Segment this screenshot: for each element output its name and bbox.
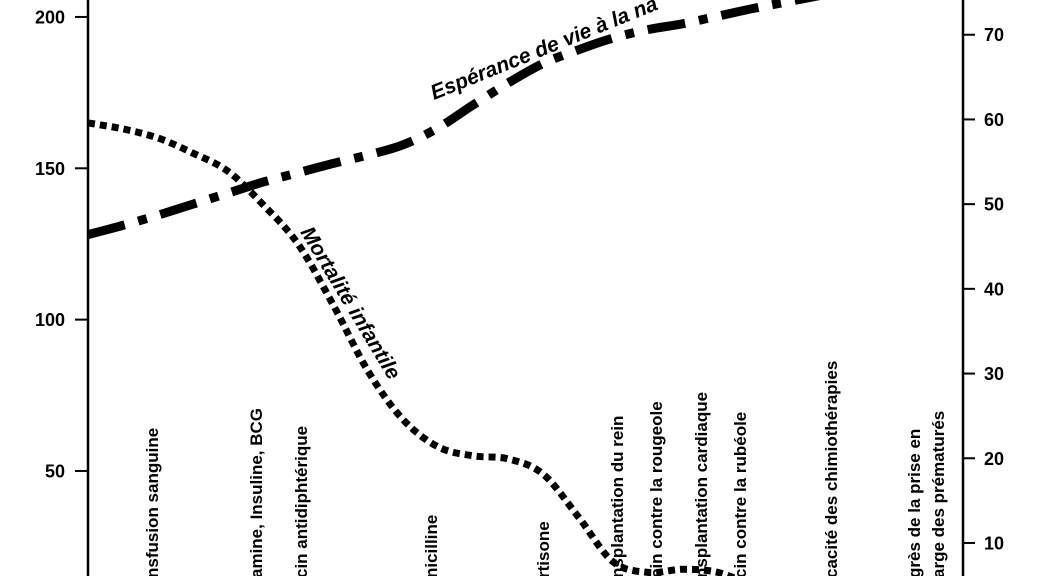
right-axis-tick-label: 50 <box>984 195 1004 215</box>
milestone-label: nicilline <box>422 515 441 576</box>
series-lines <box>86 0 821 576</box>
left-axis-tick-label: 200 <box>35 7 65 27</box>
milestone-annotations: nsfusion sanguine amine, Insuline, BCG cin… <box>143 361 948 576</box>
milestone-label: nsplantation du rein <box>608 416 627 576</box>
milestone-label: cin antidiphtérique <box>292 426 311 576</box>
milestone-label: cin contre la rougeole <box>647 401 666 576</box>
milestone-label: grès de la prise en <box>905 429 924 576</box>
left-axis-tick-label: 100 <box>35 310 65 330</box>
right-axis-tick-label: 60 <box>984 110 1004 130</box>
milestone-label: nsplantation cardiaque <box>692 392 711 576</box>
milestone-label: cin contre la rubéole <box>731 412 750 576</box>
milestone-label: nsfusion sanguine <box>143 428 162 576</box>
right-axis-tick-label: 40 <box>984 279 1004 299</box>
right-axis-tick-label: 70 <box>984 25 1004 45</box>
mortalite-infantile-line <box>87 119 739 576</box>
right-axis-tick-label: 30 <box>984 364 1004 384</box>
left-axis-tick-label: 50 <box>45 461 65 481</box>
milestone-label: arge des prématurés <box>929 411 948 576</box>
milestone-label: cacité des chimiothérapies <box>822 361 841 576</box>
right-axis: 10 20 30 40 50 60 70 <box>963 25 1004 553</box>
left-axis: 50 100 150 200 <box>35 7 88 481</box>
milestone-label: amine, Insuline, BCG <box>247 408 266 576</box>
left-axis-tick-label: 150 <box>35 159 65 179</box>
milestone-label: rtisone <box>534 521 553 576</box>
right-axis-tick-label: 10 <box>984 533 1004 553</box>
right-axis-tick-label: 20 <box>984 449 1004 469</box>
esperance-de-vie-line <box>86 0 821 239</box>
